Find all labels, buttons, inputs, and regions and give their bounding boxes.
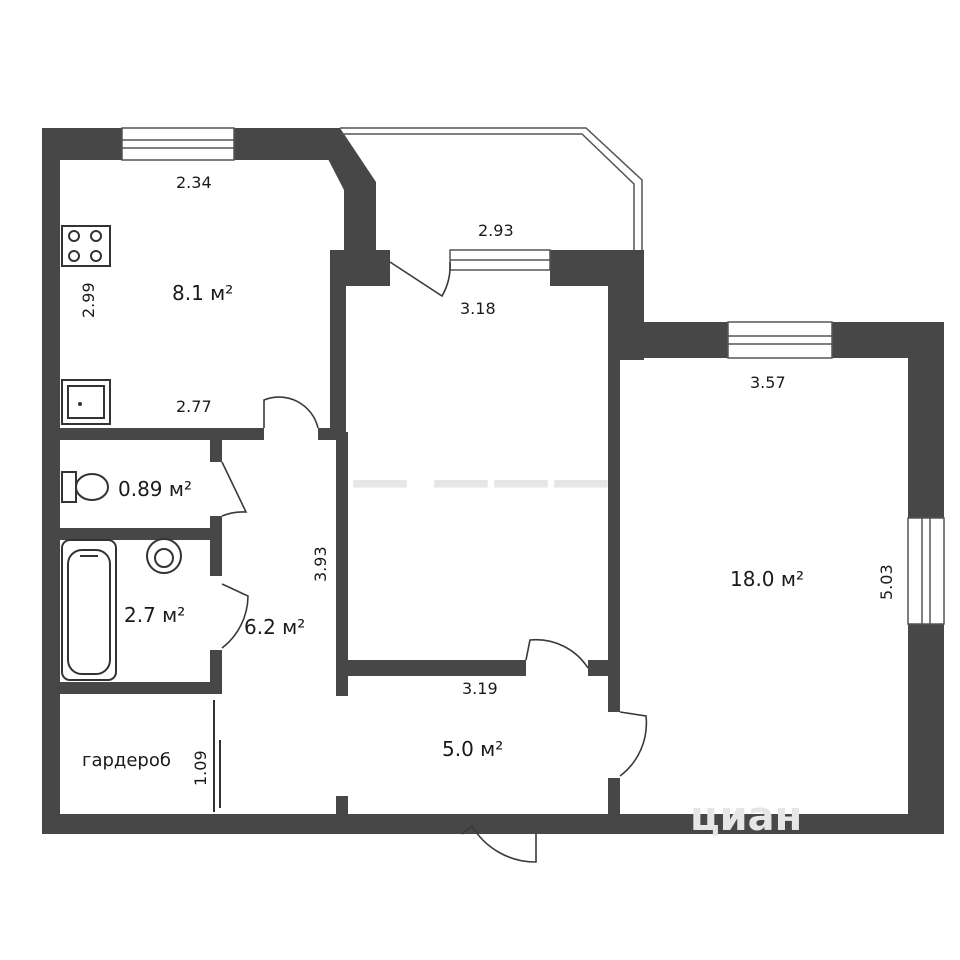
kitchen-area: 8.1 м² xyxy=(172,281,233,305)
svg-text:— ———: — ——— xyxy=(350,445,611,515)
living-left-top-dim: 3.18 xyxy=(460,299,496,318)
wc-area: 0.89 м² xyxy=(118,477,192,501)
kitchen-top-dim: 2.34 xyxy=(176,173,212,192)
stove-icon xyxy=(61,225,111,267)
kitchen-bottom-dim: 2.77 xyxy=(176,397,212,416)
corridor-side-dim: 3.93 xyxy=(311,546,330,582)
living-left-bottom-dim: 3.19 xyxy=(462,679,498,698)
living-right-area: 18.0 м² xyxy=(730,567,804,591)
hall-area: 5.0 м² xyxy=(442,737,503,761)
bath-area: 2.7 м² xyxy=(124,603,185,627)
wardrobe-label: гардероб xyxy=(82,750,171,771)
washbasin-icon xyxy=(146,538,182,574)
bathtub-icon xyxy=(61,539,117,681)
living-right-top-dim: 3.57 xyxy=(750,373,786,392)
watermark-brand: циан xyxy=(690,794,802,840)
sink-icon xyxy=(61,379,111,425)
watermark: — ——— циан xyxy=(350,445,802,840)
doors xyxy=(213,261,648,863)
wardrobe-side-dim: 1.09 xyxy=(191,750,210,786)
corridor-area: 6.2 м² xyxy=(244,615,305,639)
kitchen-side-dim: 2.99 xyxy=(79,282,98,318)
windows xyxy=(121,127,945,625)
living-right-side-dim: 5.03 xyxy=(877,564,896,600)
labels: 8.1 м² 2.34 2.77 2.99 2.93 3.18 3.19 18.… xyxy=(79,173,896,786)
balcony-outline xyxy=(340,127,643,250)
toilet-icon xyxy=(61,471,109,503)
balcony-dim: 2.93 xyxy=(478,221,514,240)
